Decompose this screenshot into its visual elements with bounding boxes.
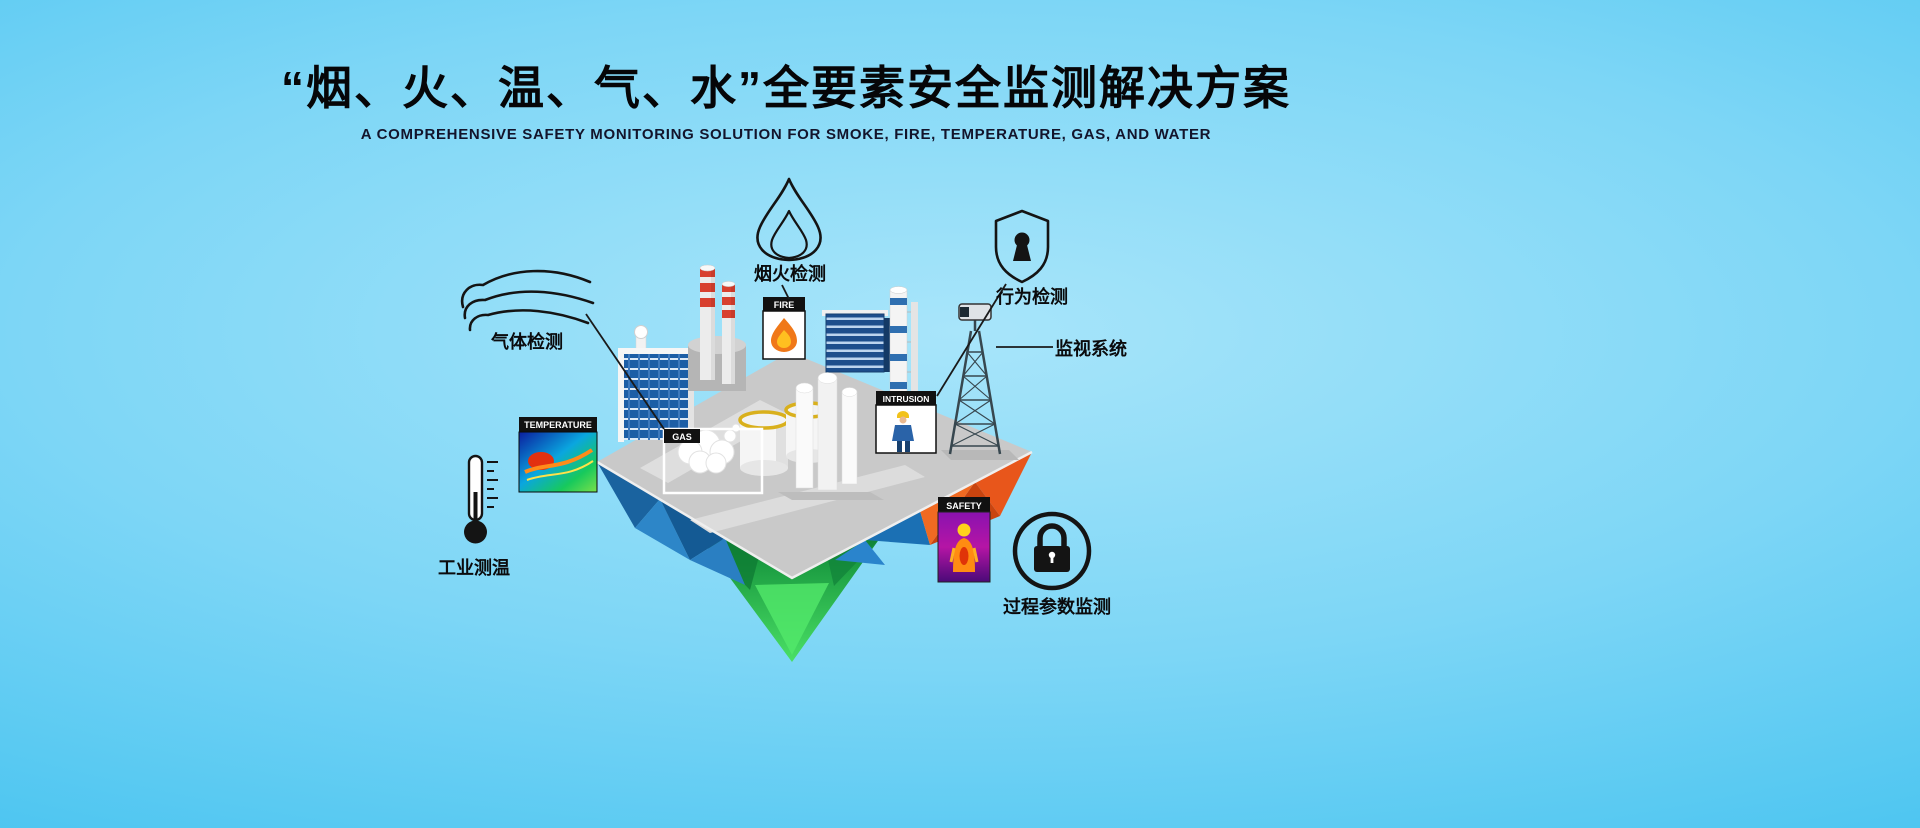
gas-connector-line bbox=[585, 313, 665, 430]
flame-drop-icon bbox=[756, 177, 822, 262]
chimney-base bbox=[688, 336, 746, 391]
construction-building bbox=[618, 348, 694, 442]
callout-label-industrial-temperature: 工业测温 bbox=[438, 558, 510, 578]
distillation-column bbox=[889, 286, 918, 405]
cctv-camera bbox=[958, 303, 992, 321]
callout-label-behavior-detection: 行为检测 bbox=[996, 287, 1068, 307]
page-title: “烟、火、温、气、水”全要素安全监测解决方案 bbox=[281, 62, 1291, 114]
safety-tag-label: SAFETY bbox=[946, 501, 982, 511]
gas-tag-label: GAS bbox=[672, 432, 692, 442]
intrusion-card: INTRUSION bbox=[875, 391, 937, 454]
gas-waves-icon bbox=[460, 269, 595, 332]
temperature-card: TEMPERATURE bbox=[518, 417, 598, 493]
lock-circle-icon bbox=[1012, 511, 1092, 591]
safety-card: SAFETY bbox=[937, 497, 991, 583]
thermometer-icon bbox=[464, 454, 498, 544]
chimneys bbox=[699, 264, 736, 384]
temperature-tag-label: TEMPERATURE bbox=[524, 420, 592, 430]
connector-lines bbox=[585, 283, 1053, 430]
intrusion-tag-label: INTRUSION bbox=[883, 394, 930, 404]
gas-detection-box: GAS bbox=[662, 427, 764, 495]
blue-building bbox=[822, 310, 896, 373]
page-subtitle: A COMPREHENSIVE SAFETY MONITORING SOLUTI… bbox=[360, 126, 1212, 143]
island-illustration: GAS TEMPERATURE FIRE bbox=[518, 264, 1053, 662]
shield-keyhole-icon bbox=[994, 209, 1050, 284]
fire-tag-label: FIRE bbox=[774, 300, 795, 310]
behavior-connector-line bbox=[936, 283, 1007, 397]
callout-label-process-parameters: 过程参数监测 bbox=[1003, 597, 1111, 617]
callout-label-gas-detection: 气体检测 bbox=[491, 332, 563, 352]
callout-label-smoke-fire-detection: 烟火检测 bbox=[754, 264, 826, 284]
fire-card: FIRE bbox=[762, 297, 806, 360]
callout-label-surveillance-system: 监视系统 bbox=[1055, 339, 1127, 359]
process-columns bbox=[778, 372, 884, 500]
fire-connector-line bbox=[781, 284, 790, 300]
